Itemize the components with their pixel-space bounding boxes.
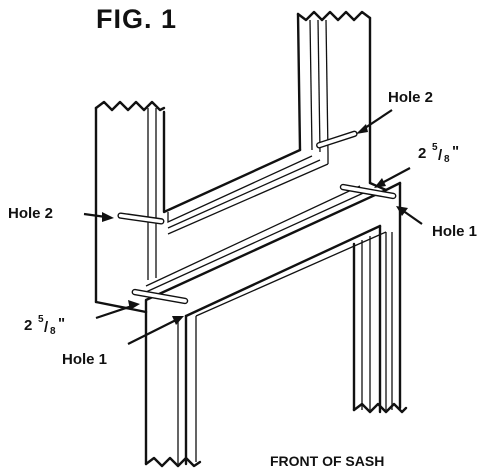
- dim-left-unit: ": [58, 315, 65, 332]
- meeting-rail: [144, 181, 402, 318]
- dim-right-slash: /: [438, 147, 443, 164]
- dim-right-numerator: 5: [432, 142, 438, 153]
- rod-hole2-left: [117, 212, 165, 225]
- dim-left-slash: /: [44, 319, 49, 336]
- label-hole2-left: Hole 2: [8, 205, 53, 222]
- dimension-right: 2 5 / 8 ": [418, 142, 459, 165]
- window-opening: [162, 110, 329, 235]
- leader-arrows: [83, 109, 423, 345]
- dim-right-whole: 2: [418, 145, 426, 162]
- label-hole1-right: Hole 1: [432, 223, 477, 240]
- dim-left-numerator: 5: [38, 314, 44, 325]
- rod-hole1-lower: [131, 288, 189, 305]
- figure-caption: FRONT OF SASH: [270, 453, 384, 469]
- rod-hole1-right: [339, 183, 397, 200]
- left-lower-stile: [144, 310, 202, 468]
- dim-right-denominator: 8: [444, 154, 450, 165]
- drill-rods: [117, 130, 397, 305]
- figure-title: FIG. 1: [96, 4, 177, 34]
- dim-left-denominator: 8: [50, 326, 56, 337]
- upper-right-stile: [296, 10, 372, 185]
- dim-left-whole: 2: [24, 317, 32, 334]
- rod-hole2-upper: [316, 130, 358, 149]
- label-hole2-upper: Hole 2: [388, 89, 433, 106]
- left-stile: [94, 100, 166, 314]
- right-lower-stile: [352, 181, 408, 414]
- dimension-left: 2 5 / 8 ": [24, 314, 65, 337]
- label-hole1-lower: Hole 1: [62, 351, 107, 368]
- dim-right-unit: ": [452, 143, 459, 160]
